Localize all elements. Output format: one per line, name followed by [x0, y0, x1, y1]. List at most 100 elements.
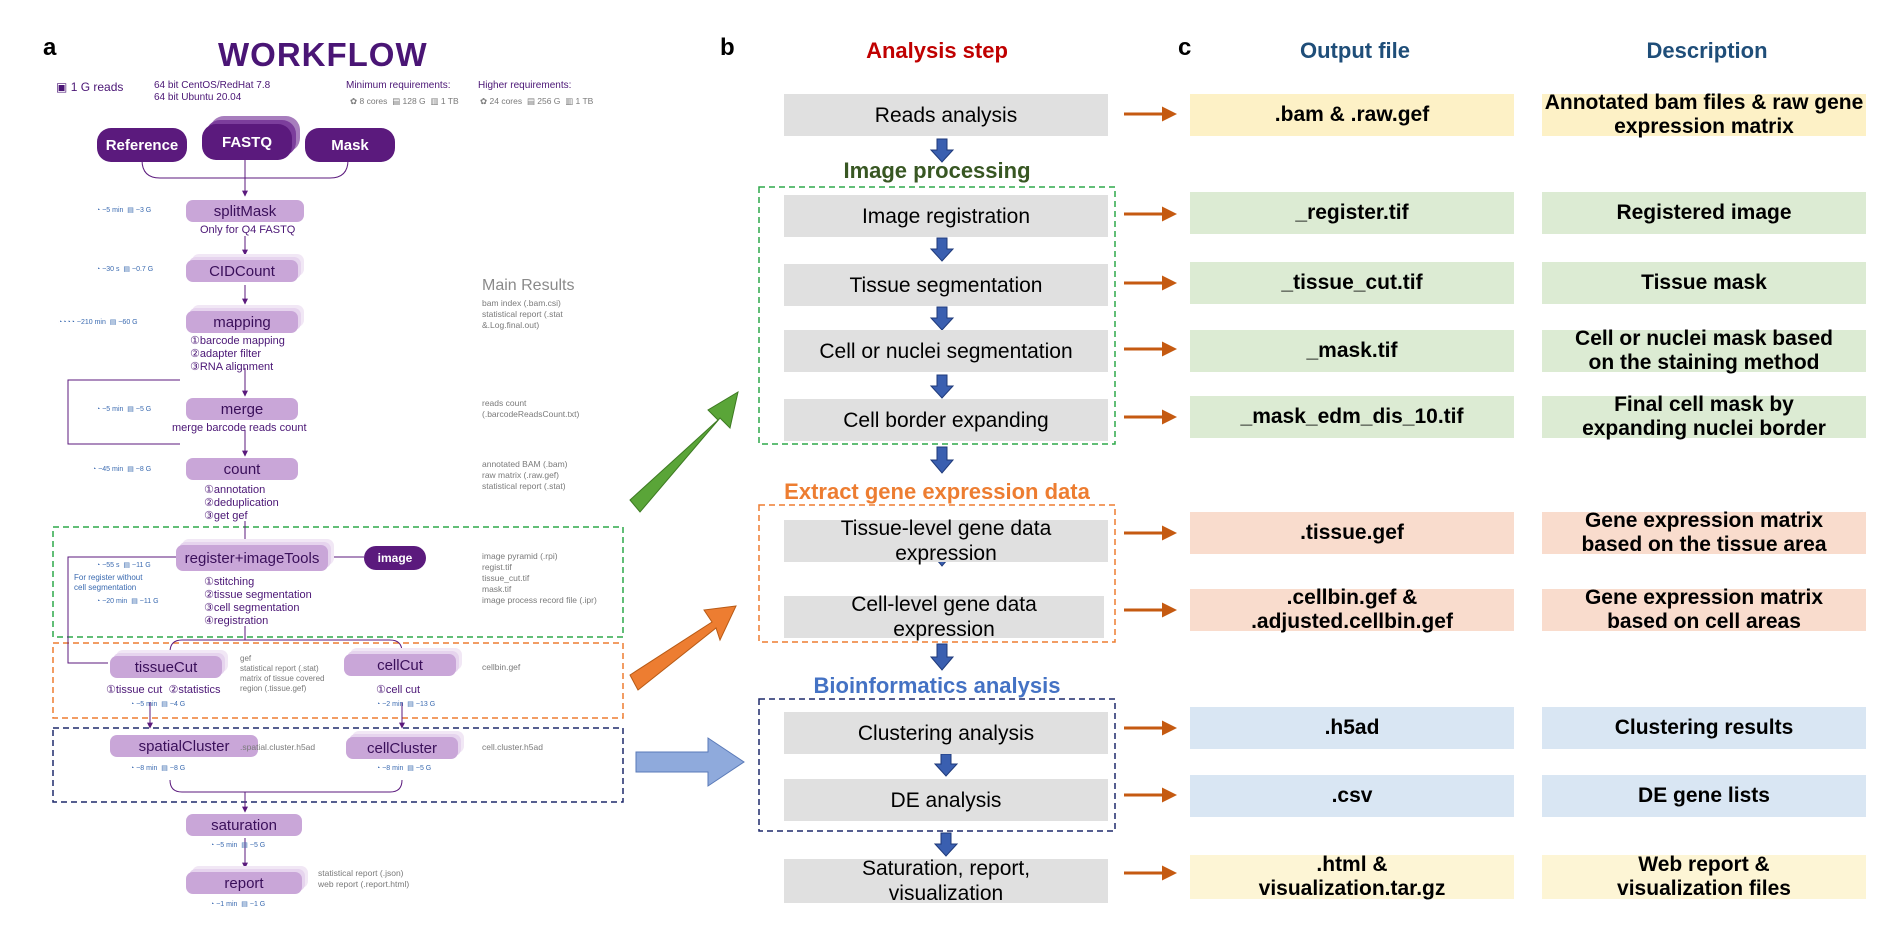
step-image-registration: Image registration	[784, 195, 1108, 237]
panel-letter-b: b	[720, 34, 735, 61]
cidcount-resources: ◔ ~30 s ▤ ~0.7 G	[96, 265, 153, 273]
count-mem: ~8 G	[135, 466, 152, 473]
output-file-cell: _register.tif	[1190, 192, 1514, 234]
report-results: statistical report (.json) web report (.…	[318, 868, 409, 890]
merge-note: merge barcode reads count	[172, 422, 307, 434]
count-substep: ①annotation	[204, 484, 266, 496]
cidcount-mem: ~0.7 G	[131, 266, 154, 273]
count-results: annotated BAM (.bam) raw matrix (.raw.ge…	[482, 459, 568, 492]
count-resources: ◔ ~45 min ▤ ~8 G	[92, 465, 151, 473]
saturation-step: saturation	[186, 814, 302, 836]
cidcount-step: CIDCount	[186, 260, 298, 282]
register-mem-2: ~11 G	[139, 598, 159, 605]
spatialcluster-time: ~8 min	[136, 765, 158, 772]
register-time-1: ~55 s	[102, 562, 120, 569]
memory-icon: ▤	[526, 96, 535, 106]
tissuecut-result: statistical report (.stat)	[240, 664, 319, 673]
tissuecut-resources: ◔ ~5 min ▤ ~4 G	[130, 700, 185, 708]
tissuecut-step: tissueCut	[110, 656, 222, 678]
clock-icon: ◔	[96, 406, 101, 413]
merge-time: ~5 min	[102, 406, 124, 413]
description-cell: Registered image	[1542, 192, 1866, 234]
count-substeps: ①annotation ②deduplication ③get gef	[204, 484, 279, 523]
count-time: ~45 min	[98, 466, 124, 473]
mapping-result: &.Log.final.out)	[482, 320, 540, 330]
splitmask-mem: ~3 G	[135, 207, 152, 214]
report-step: report	[186, 872, 302, 894]
report-resources: ◔ ~1 min ▤ ~1 G	[210, 900, 265, 908]
mapping-results: bam index (.bam.csi) statistical report …	[482, 298, 563, 331]
register-substep: ①stitching	[204, 576, 255, 588]
mapping-step: mapping	[186, 311, 298, 333]
memory-icon: ▤	[241, 842, 248, 849]
tissuecut-substep: ①tissue cut	[106, 684, 163, 696]
step-clustering-analysis: Clustering analysis	[784, 712, 1108, 754]
register-time-2: ~20 min	[102, 598, 128, 605]
high-disk: 1 TB	[575, 96, 594, 106]
register-result: image process record file (.ipr)	[482, 595, 597, 605]
image-processing-box	[758, 186, 1116, 445]
fastq-input: FASTQ	[202, 124, 292, 160]
description-cell: Final cell mask by expanding nuclei bord…	[1542, 393, 1866, 440]
report-mem: ~1 G	[249, 901, 266, 908]
high-cores: 24 cores	[489, 96, 523, 106]
tissuecut-substeps: ①tissue cut ②statistics	[106, 684, 221, 697]
high-requirements-label: Higher requirements:	[478, 80, 572, 91]
cellcut-resources: ◔ ~2 min ▤ ~13 G	[376, 700, 435, 708]
high-requirements-values: ✿ 24 cores ▤ 256 G ▥ 1 TB	[480, 96, 593, 107]
saturation-resources: ◔ ~5 min ▤ ~5 G	[210, 841, 265, 849]
reads-label: 1 G reads	[70, 80, 124, 94]
output-file-cell: .tissue.gef	[1190, 512, 1514, 554]
register-result: regist.tif	[482, 562, 512, 572]
report-result: web report (.report.html)	[318, 879, 410, 889]
clock-icon: ◔	[130, 701, 135, 708]
memory-icon: ▤	[109, 319, 117, 326]
count-result: raw matrix (.raw.gef)	[482, 470, 559, 480]
register-region-box	[52, 526, 624, 638]
min-requirements-values: ✿ 8 cores ▤ 128 G ▥ 1 TB	[350, 96, 459, 107]
clock-icon: ◔	[96, 266, 101, 273]
cellcluster-mem: ~5 G	[415, 765, 432, 772]
register-imagetools-step: register+imageTools	[176, 545, 328, 571]
memory-icon: ▤	[123, 266, 131, 273]
merge-mem: ~5 G	[135, 406, 152, 413]
description-cell: Gene expression matrix based on cell are…	[1542, 586, 1866, 633]
splitmask-note: Only for Q4 FASTQ	[200, 224, 296, 236]
min-requirements-label: Minimum requirements:	[346, 80, 451, 91]
tissuecut-results: gef statistical report (.stat) matrix of…	[240, 654, 324, 694]
memory-icon: ▤	[161, 701, 168, 708]
reads-info: ▣ 1 G reads	[56, 80, 123, 94]
clock-icon: ◔	[96, 207, 101, 214]
memory-icon: ▤	[161, 765, 168, 772]
cluster-region-box	[52, 727, 624, 803]
step-tissue-segmentation: Tissue segmentation	[784, 264, 1108, 306]
disk-icon: ▥	[565, 96, 574, 106]
memory-icon: ▤	[127, 207, 134, 214]
extract-box	[758, 504, 1116, 643]
tissuecut-substep: ②statistics	[168, 684, 221, 696]
memory-icon: ▤	[407, 701, 414, 708]
os-line-1: 64 bit CentOS/RedHat 7.8	[154, 80, 271, 91]
merge-results: reads count (.barcodeReadsCount.txt)	[482, 398, 579, 420]
cut-region-box	[52, 642, 624, 719]
memory-icon: ▤	[241, 901, 248, 908]
clock-icon: ◔	[92, 466, 97, 473]
clock-icon: ◔	[210, 842, 215, 849]
register-result: image pyramid (.rpi)	[482, 551, 558, 561]
min-memory: 128 G	[402, 96, 426, 106]
description-cell: Tissue mask	[1542, 262, 1866, 304]
cellcut-substep: ①cell cut	[376, 684, 421, 696]
section-bioinformatics: Bioinformatics analysis	[813, 673, 1061, 698]
report-result: statistical report (.json)	[318, 868, 404, 878]
count-result: annotated BAM (.bam)	[482, 459, 568, 469]
panel-letter-c: c	[1178, 34, 1192, 61]
cpu-icon: ✿	[480, 96, 488, 106]
register-mem-1: ~11 G	[131, 562, 151, 569]
mapping-substep: ②adapter filter	[190, 348, 262, 360]
memory-icon: ▤	[407, 765, 414, 772]
merge-resources: ◔ ~5 min ▤ ~5 G	[96, 405, 151, 413]
description-cell: Annotated bam files & raw gene expressio…	[1542, 91, 1866, 138]
output-file-cell: .h5ad	[1190, 707, 1514, 749]
count-step: count	[186, 458, 298, 480]
clock-icon: ◔◔◔◔	[58, 319, 75, 326]
